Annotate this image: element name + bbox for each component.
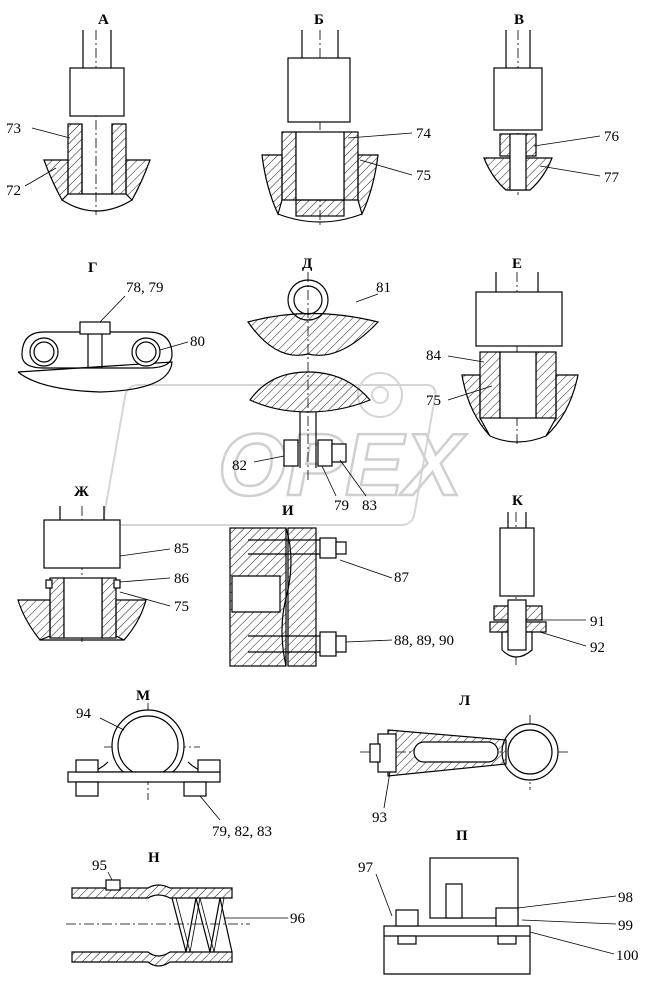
view-m-label: М <box>136 688 150 704</box>
callout-77: 77 <box>604 170 620 186</box>
callout-98: 98 <box>618 890 633 906</box>
callout-83: 83 <box>362 498 377 514</box>
watermark-text: OPEX <box>218 415 468 514</box>
view-l: Л 93 <box>360 693 570 826</box>
callout-79: 79 <box>334 498 349 514</box>
view-n: Н 95 96 <box>66 850 306 967</box>
view-v: В 76 77 <box>483 12 620 195</box>
callout-86: 86 <box>174 571 190 587</box>
view-d-label: Д <box>302 256 313 272</box>
callout-85: 85 <box>174 541 189 557</box>
view-zh: Ж 85 86 75 <box>17 484 190 645</box>
view-p: П 97 98 99 100 <box>358 828 639 975</box>
callout-80: 80 <box>190 334 205 350</box>
callout-75-e: 75 <box>426 393 441 409</box>
callout-100: 100 <box>616 948 639 964</box>
view-d: Д 81 82 79 83 <box>232 256 391 514</box>
callout-92: 92 <box>590 640 605 656</box>
callout-91: 91 <box>590 614 605 630</box>
callout-76: 76 <box>604 129 620 145</box>
view-m: М 94 79, 82, 83 <box>67 688 272 840</box>
callout-93: 93 <box>372 810 387 826</box>
view-e-label: Е <box>512 256 522 272</box>
view-a-label: А <box>98 12 109 28</box>
view-b-label: Б <box>314 12 324 28</box>
callout-84: 84 <box>426 348 442 364</box>
callout-99: 99 <box>618 918 633 934</box>
watermark: OPEX <box>103 372 469 526</box>
callout-88-89-90: 88, 89, 90 <box>394 633 454 649</box>
callout-78-79: 78, 79 <box>126 280 164 296</box>
callout-79-82-83: 79, 82, 83 <box>212 824 272 840</box>
view-g: Г 78, 79 80 <box>17 260 205 393</box>
view-k: К 91 92 <box>489 493 605 665</box>
view-i-label: И <box>282 503 294 519</box>
callout-96: 96 <box>290 911 306 927</box>
view-k-label: К <box>512 493 523 509</box>
callout-75-b: 75 <box>416 168 431 184</box>
callout-73: 73 <box>6 121 21 137</box>
view-v-label: В <box>514 12 524 28</box>
view-b: Б 74 75 <box>261 12 432 225</box>
callout-97: 97 <box>358 860 374 876</box>
callout-74: 74 <box>416 126 432 142</box>
view-n-label: Н <box>148 850 160 866</box>
view-g-label: Г <box>88 260 98 276</box>
callout-72: 72 <box>6 183 21 199</box>
callout-75-zh: 75 <box>174 599 189 615</box>
view-a: А 73 72 <box>6 12 151 215</box>
callout-82: 82 <box>232 458 247 474</box>
view-zh-label: Ж <box>74 484 89 500</box>
view-e: Е 84 75 <box>426 256 579 445</box>
view-p-label: П <box>456 828 468 844</box>
view-l-label: Л <box>459 693 470 709</box>
view-i: И 87 88, 89, 90 <box>229 503 454 667</box>
callout-95: 95 <box>92 858 107 874</box>
callout-94: 94 <box>76 706 92 722</box>
callout-81: 81 <box>376 280 391 296</box>
callout-87: 87 <box>394 570 410 586</box>
